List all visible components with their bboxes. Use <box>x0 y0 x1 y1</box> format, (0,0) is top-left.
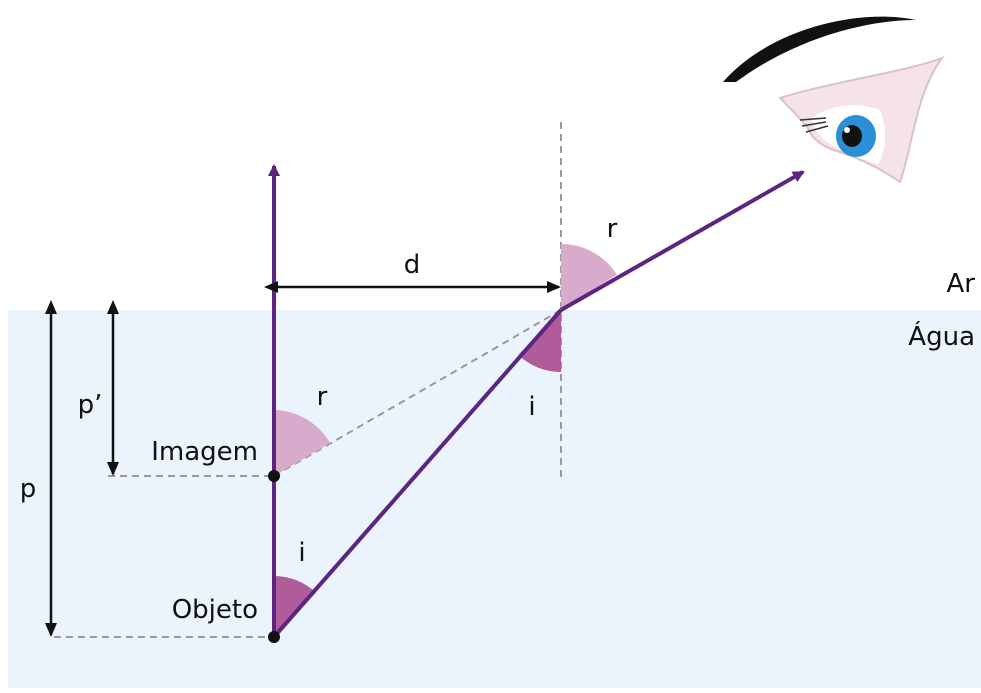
image-depth-label: p’ <box>78 390 103 420</box>
water-region <box>8 310 981 688</box>
incidence-angle-label-surface: i <box>528 392 535 422</box>
distance-label: d <box>404 250 421 280</box>
refracted-ray <box>560 170 805 312</box>
angle-refraction-at-surface <box>561 243 617 310</box>
incident-ray <box>272 308 563 639</box>
refraction-angle-label-surface: r <box>607 214 618 244</box>
water-label: Água <box>908 320 975 352</box>
eye-icon <box>723 16 945 184</box>
angle-incidence-at-object <box>274 576 316 637</box>
object-label: Objeto <box>172 595 258 625</box>
angle-refraction-at-image <box>274 410 330 476</box>
image-label: Imagem <box>151 437 258 467</box>
image-point <box>268 470 280 482</box>
object-depth-label: p <box>20 474 37 504</box>
virtual-ray-line <box>273 309 562 477</box>
object-point <box>268 631 280 643</box>
air-label: Ar <box>947 269 976 299</box>
refraction-angle-label-image: r <box>317 382 328 412</box>
angle-incidence-at-surface <box>518 310 561 372</box>
incidence-angle-label-object: i <box>298 538 305 568</box>
